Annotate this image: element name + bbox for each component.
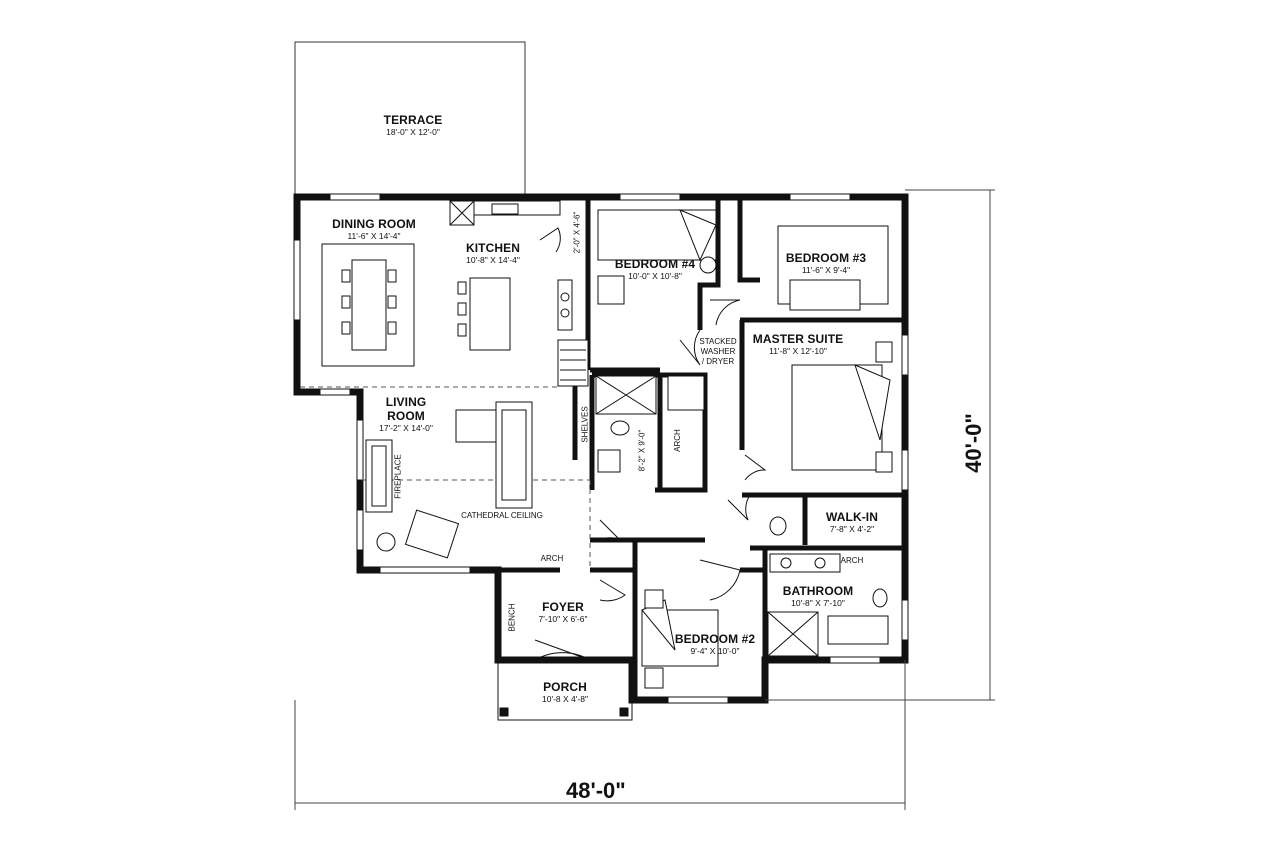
bathroom-label: BATHROOM 10'-8" X 7'-10" xyxy=(783,584,854,609)
bed-fixtures xyxy=(597,209,893,689)
terrace-dimensions: 18'-0" X 12'-0" xyxy=(386,127,440,137)
stacked-line2: WASHER xyxy=(700,347,736,356)
walkin-dimensions: 7'-8" X 4'-2" xyxy=(829,524,875,534)
kitchen-dimensions: 10'-8" X 14'-4" xyxy=(466,255,520,265)
porch-dimensions: 10'-8 X 4'-8" xyxy=(542,694,588,704)
foyer-label: FOYER 7'-10" X 6'-6" xyxy=(539,600,588,625)
shelves-note: SHELVES xyxy=(580,406,590,443)
living-dimensions: 17'-2" X 14'-0" xyxy=(379,423,433,433)
walkin-label: WALK-IN 7'-8" X 4'-2" xyxy=(826,510,878,535)
dining-table xyxy=(321,243,415,367)
bathroom-dimensions: 10'-8" X 7'-10" xyxy=(791,598,845,608)
dining-name: DINING ROOM xyxy=(332,217,416,231)
terrace-label: TERRACE 18'-0" X 12'-0" xyxy=(384,113,443,138)
arch-living-note: ARCH xyxy=(540,554,564,563)
dashed-lines xyxy=(300,386,591,570)
overall-width-dimension: 48'-0" xyxy=(566,778,626,803)
fireplace-note: FIREPLACE xyxy=(393,454,403,499)
terrace-name: TERRACE xyxy=(383,113,443,127)
bathroom-name: BATHROOM xyxy=(782,584,854,598)
bedroom3-dimensions: 11'-6" X 9'-4" xyxy=(801,265,851,275)
bedroom2-label: BEDROOM #2 9'-4" X 10'-0" xyxy=(675,632,755,657)
master-dimensions: 11'-8" X 12'-10" xyxy=(769,346,827,356)
closet-dimension: 2'-0" X 4'-6" xyxy=(572,211,582,254)
bench-note: BENCH xyxy=(507,603,517,632)
living-furniture xyxy=(365,401,533,559)
windows xyxy=(293,193,909,704)
stacked-line3: / DRYER xyxy=(701,357,735,366)
bedroom4-label: BEDROOM #4 10'-0" X 10'-8" xyxy=(615,257,695,282)
bedroom3-label: BEDROOM #3 11'-6" X 9'-4" xyxy=(786,251,866,276)
walkin-name: WALK-IN xyxy=(825,510,879,524)
master-label: MASTER SUITE 11'-8" X 12'-10" xyxy=(753,332,844,357)
dimension-lines xyxy=(294,189,995,810)
living-label: LIVING ROOM 17'-2" X 14'-0" xyxy=(379,395,433,434)
dining-dimensions: 11'-6" X 14'-4" xyxy=(347,231,401,241)
porch-label: PORCH 10'-8 X 4'-8" xyxy=(542,680,588,705)
porch-outline xyxy=(497,659,633,721)
bedroom4-dimensions: 10'-0" X 10'-8" xyxy=(628,271,682,281)
arch-bath-note: ARCH xyxy=(840,556,864,565)
foyer-name: FOYER xyxy=(542,600,584,614)
stacked-line1: STACKED xyxy=(699,337,737,346)
porch-name: PORCH xyxy=(543,680,587,694)
living-name-line2: ROOM xyxy=(387,409,425,423)
kitchen-fixtures xyxy=(449,200,589,387)
bedroom3-name: BEDROOM #3 xyxy=(785,251,867,265)
bath-fixtures xyxy=(595,375,889,657)
foyer-dimensions: 7'-10" X 6'-6" xyxy=(538,614,588,624)
kitchen-label: KITCHEN 10'-8" X 14'-4" xyxy=(466,241,520,266)
master-name: MASTER SUITE xyxy=(752,332,844,346)
overall-depth-dimension: 40'-0" xyxy=(960,413,986,473)
cathedral-ceiling-note: CATHEDRAL CEILING xyxy=(461,511,543,520)
arch-vertical-note: ARCH xyxy=(672,429,682,452)
bedroom2-dimensions: 9'-4" X 10'-0" xyxy=(690,646,740,656)
kitchen-name: KITCHEN xyxy=(465,241,521,255)
bath2-dimension: 8'-2" X 9'-0" xyxy=(637,429,647,472)
bedroom4-name: BEDROOM #4 xyxy=(614,257,696,271)
stacked-washer-note: STACKED WASHER / DRYER xyxy=(699,337,736,367)
dining-label: DINING ROOM 11'-6" X 14'-4" xyxy=(332,217,416,242)
bedroom2-name: BEDROOM #2 xyxy=(674,632,756,646)
living-name-line1: LIVING xyxy=(385,395,427,409)
